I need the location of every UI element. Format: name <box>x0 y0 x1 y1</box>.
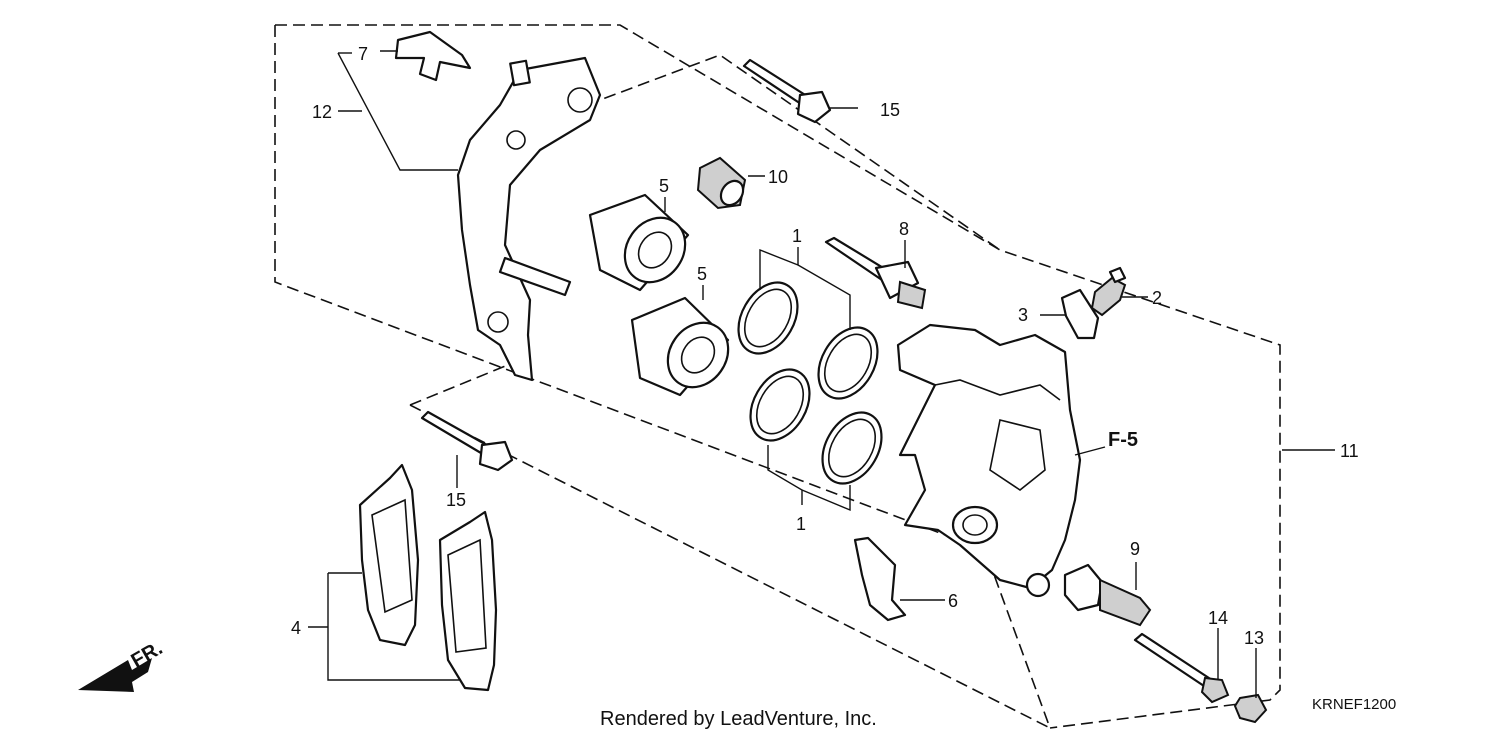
callout-14: 14 <box>1208 608 1228 628</box>
callout-1-upper: 1 <box>792 226 802 246</box>
callout-2: 2 <box>1152 288 1162 308</box>
callout-4: 4 <box>291 618 301 638</box>
bleeder-valve <box>1090 266 1127 317</box>
callout-9: 9 <box>1130 539 1140 559</box>
brake-pad-left <box>358 463 420 647</box>
pad-spring-clip <box>394 30 472 82</box>
brake-pad-right <box>438 510 498 692</box>
callout-5-upper: 5 <box>659 176 669 196</box>
callout-10: 10 <box>768 167 788 187</box>
piston-lower <box>630 296 730 397</box>
callout-1-lower: 1 <box>796 514 806 534</box>
nut <box>1233 693 1268 724</box>
callout-7: 7 <box>358 44 368 64</box>
pad-retainer <box>853 536 907 622</box>
pin-boot <box>696 156 747 210</box>
caliper-body <box>896 323 1082 598</box>
callout-8: 8 <box>899 219 909 239</box>
callout-15-lower: 15 <box>446 490 466 510</box>
reference-label: F-5 <box>1108 429 1138 451</box>
piston-upper <box>588 193 690 292</box>
main-pin <box>1063 563 1152 627</box>
direction-label: FR. <box>128 637 167 672</box>
caliper-bracket <box>456 56 602 382</box>
callout-6: 6 <box>948 591 958 611</box>
caliper-pin <box>824 236 927 310</box>
bleeder-cap <box>1060 288 1100 340</box>
callout-labels: 7 12 15 10 5 1 8 5 2 3 F-5 11 15 1 9 6 1… <box>291 44 1359 648</box>
flange-bolt-upper <box>742 58 832 124</box>
callout-5-lower: 5 <box>697 264 707 284</box>
callout-15-upper: 15 <box>880 100 900 120</box>
front-direction-arrow <box>78 658 152 692</box>
piston-seals <box>737 281 883 485</box>
leader-lines <box>308 50 1335 698</box>
footer-credit: Rendered by LeadVenture, Inc. <box>600 708 877 730</box>
callout-13: 13 <box>1244 628 1264 648</box>
assembly-outline <box>274 24 1281 729</box>
flange-bolt-lower <box>420 410 514 472</box>
diagram-code: KRNEF1200 <box>1312 696 1397 713</box>
callout-12: 12 <box>312 102 332 122</box>
caliper-bolt <box>1133 632 1230 704</box>
callout-3: 3 <box>1018 305 1028 325</box>
callout-11: 11 <box>1340 441 1359 461</box>
